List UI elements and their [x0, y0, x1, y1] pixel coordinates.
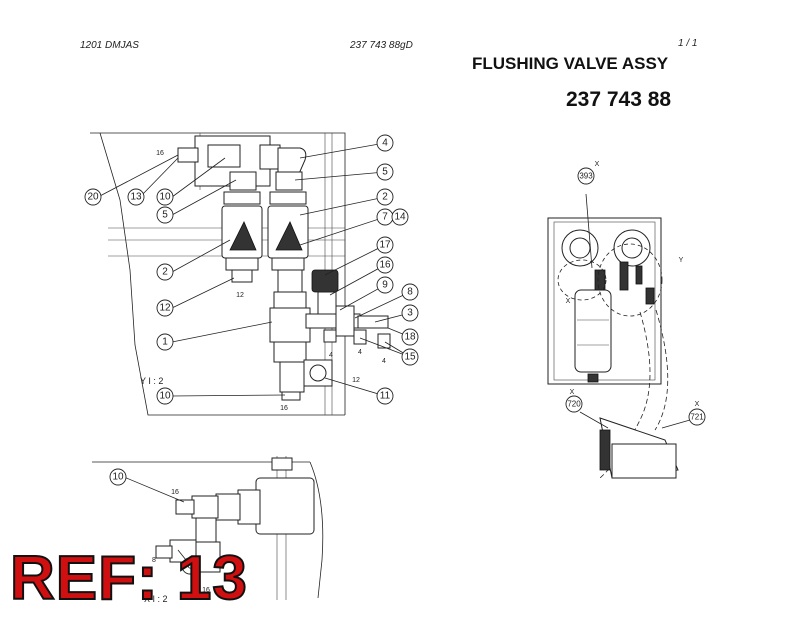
drawing-number: 237 743 88gD — [350, 40, 413, 51]
callout-10-top: 10 — [159, 192, 171, 203]
callout-14: 14 — [394, 212, 406, 223]
callout-8: 8 — [407, 287, 413, 298]
callout-16: 16 — [379, 260, 391, 271]
dim-4-b: 4 — [358, 349, 362, 356]
callout-13: 13 — [130, 192, 142, 203]
callout-12: 12 — [159, 303, 171, 314]
callout-10-lower: 10 — [112, 472, 124, 483]
callouts-main: 4 5 2 7 14 17 16 9 8 3 18 15 11 1 10 12 … — [84, 134, 419, 412]
dim-4-a: 4 — [329, 352, 333, 359]
dim-4-c: 4 — [382, 358, 386, 365]
callout-7: 7 — [382, 212, 388, 223]
dim-16-bottom: 16 — [280, 405, 288, 412]
doc-code: 1201 DMJAS — [80, 40, 139, 51]
callout-721: 721 — [690, 413, 704, 422]
callout-15: 15 — [404, 352, 416, 363]
marker-x-393: X — [595, 161, 600, 168]
overview-view: 393 720 721 X X X X Y — [547, 161, 706, 479]
callout-3: 3 — [407, 308, 413, 319]
part-number: 237 743 88 — [566, 88, 672, 111]
dim-16-lower-b: 16 — [202, 587, 210, 594]
callout-2: 2 — [382, 192, 388, 203]
callout-20: 20 — [87, 192, 99, 203]
marker-x-721: X — [695, 401, 700, 408]
marker-x-view: X — [566, 298, 571, 305]
dim-12-left: 12 — [236, 292, 244, 299]
dim-8-lower: 8 — [152, 557, 156, 564]
callout-393: 393 — [579, 172, 593, 181]
ref-label: REF: 13 — [9, 544, 248, 613]
callout-11: 11 — [380, 391, 391, 402]
view-y-label: Y I : 2 — [140, 376, 163, 386]
callout-5-left: 5 — [162, 210, 168, 221]
callout-6: 6 — [187, 561, 193, 572]
view-x-label: X I : 2 — [144, 594, 168, 604]
callout-10: 10 — [159, 391, 171, 402]
callout-18: 18 — [404, 332, 416, 343]
callout-9: 9 — [382, 280, 388, 291]
callout-720: 720 — [567, 400, 581, 409]
callout-2-left: 2 — [162, 267, 168, 278]
callout-17: 17 — [379, 240, 391, 251]
dim-16-lower: 16 — [171, 489, 179, 496]
callout-4: 4 — [382, 138, 388, 149]
drawing-title: FLUSHING VALVE ASSY — [472, 54, 669, 73]
dim-12-right: 12 — [352, 377, 360, 384]
dim-16-top: 16 — [156, 150, 164, 157]
marker-y-view: Y — [679, 257, 684, 264]
callout-5: 5 — [382, 167, 388, 178]
lower-detail-view: 10 6 16 8 16 X I : 2 — [92, 456, 324, 604]
main-detail-view — [90, 132, 411, 416]
marker-x-720: X — [570, 389, 575, 396]
page-indicator: 1 / 1 — [678, 38, 698, 49]
callout-1: 1 — [162, 337, 168, 348]
